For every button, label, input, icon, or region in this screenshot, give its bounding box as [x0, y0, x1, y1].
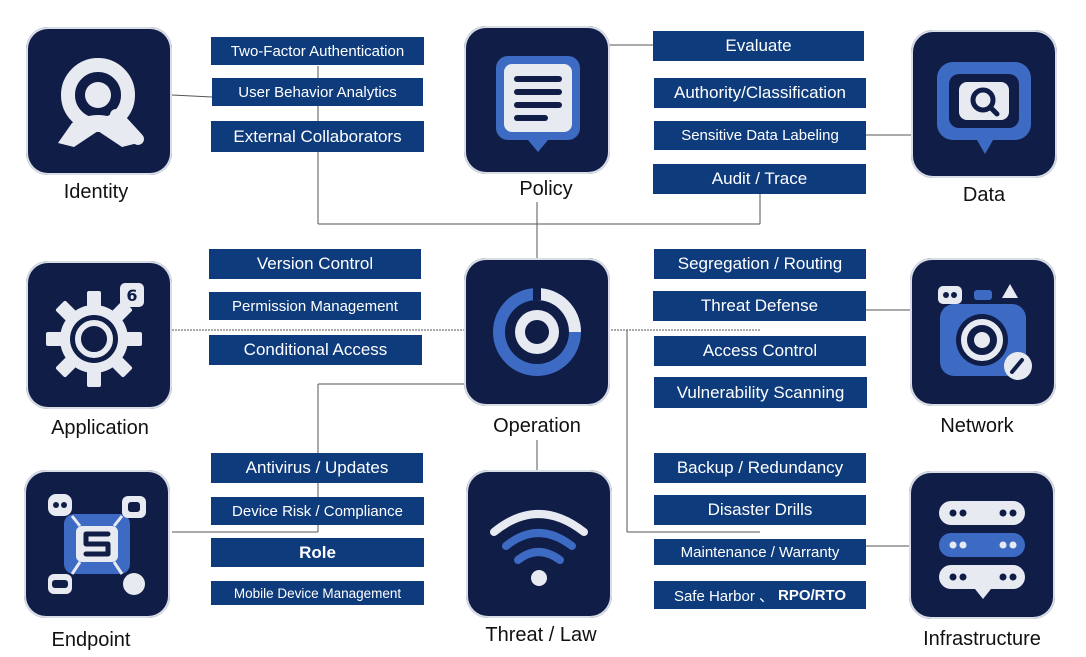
feature-maintenance-warranty[interactable]: Maintenance / Warranty — [654, 539, 866, 565]
threat-law-caption: Threat / Law — [485, 624, 597, 646]
target-icon — [493, 286, 581, 376]
chip-icon — [48, 494, 146, 595]
rpo-rto-text: RPO/RTO — [777, 586, 847, 604]
feature-evaluate[interactable]: Evaluate — [653, 31, 864, 61]
gear-icon: 6 — [46, 283, 144, 387]
feature-vulnerability-scanning[interactable]: Vulnerability Scanning — [654, 377, 867, 408]
feature-segregation-routing[interactable]: Segregation / Routing — [654, 249, 866, 279]
feature-mobile-device-management[interactable]: Mobile Device Management — [211, 581, 424, 605]
feature-version-control[interactable]: Version Control — [209, 249, 421, 279]
feature-backup-redundancy[interactable]: Backup / Redundancy — [654, 453, 866, 483]
data-tile[interactable] — [911, 30, 1057, 178]
feature-audit-trace[interactable]: Audit / Trace — [653, 164, 866, 194]
safe-harbor-text: Safe Harbor 、 — [673, 587, 774, 605]
feature-device-risk-compliance[interactable]: Device Risk / Compliance — [211, 497, 424, 525]
svg-text:6: 6 — [126, 286, 137, 305]
server-icon — [939, 501, 1025, 599]
data-caption: Data — [962, 184, 1006, 206]
user-search-icon — [58, 58, 144, 147]
feature-antivirus-updates[interactable]: Antivirus / Updates — [211, 453, 423, 483]
feature-threat-defense[interactable]: Threat Defense — [653, 291, 866, 321]
application-tile[interactable]: 6 — [26, 261, 172, 409]
threat-law-tile[interactable] — [466, 470, 612, 618]
operation-caption: Operation — [493, 415, 581, 437]
infrastructure-tile[interactable] — [909, 471, 1055, 619]
document-icon — [496, 56, 580, 152]
data-search-icon — [937, 62, 1031, 154]
infrastructure-caption: Infrastructure — [923, 628, 1041, 650]
feature-external-collaborators[interactable]: External Collaborators — [211, 121, 424, 152]
feature-user-behavior-analytics[interactable]: User Behavior Analytics — [212, 78, 423, 106]
identity-caption: Identity — [63, 181, 129, 203]
feature-permission-management[interactable]: Permission Management — [209, 292, 421, 320]
operation-tile[interactable] — [464, 258, 610, 406]
feature-role[interactable]: Role — [211, 538, 424, 567]
endpoint-tile[interactable] — [24, 470, 170, 618]
feature-access-control[interactable]: Access Control — [654, 336, 866, 366]
feature-two-factor-authentication[interactable]: Two-Factor Authentication — [211, 37, 424, 65]
network-caption: Network — [940, 415, 1014, 437]
identity-tile[interactable] — [26, 27, 172, 175]
feature-authority-classification[interactable]: Authority/Classification — [654, 78, 866, 108]
endpoint-caption: Endpoint — [51, 629, 131, 651]
feature-disaster-drills[interactable]: Disaster Drills — [654, 495, 866, 525]
feature-safe-harbor-rpo-rto[interactable]: Safe Harbor 、 RPO/RTO — [654, 581, 866, 609]
camera-network-icon — [938, 284, 1032, 380]
application-caption: Application — [51, 417, 149, 439]
feature-conditional-access[interactable]: Conditional Access — [209, 335, 422, 365]
network-tile[interactable] — [910, 258, 1056, 406]
policy-caption: Policy — [519, 178, 573, 200]
policy-tile[interactable] — [464, 26, 610, 174]
wifi-icon — [490, 510, 588, 586]
feature-sensitive-data-labeling[interactable]: Sensitive Data Labeling — [654, 121, 866, 150]
